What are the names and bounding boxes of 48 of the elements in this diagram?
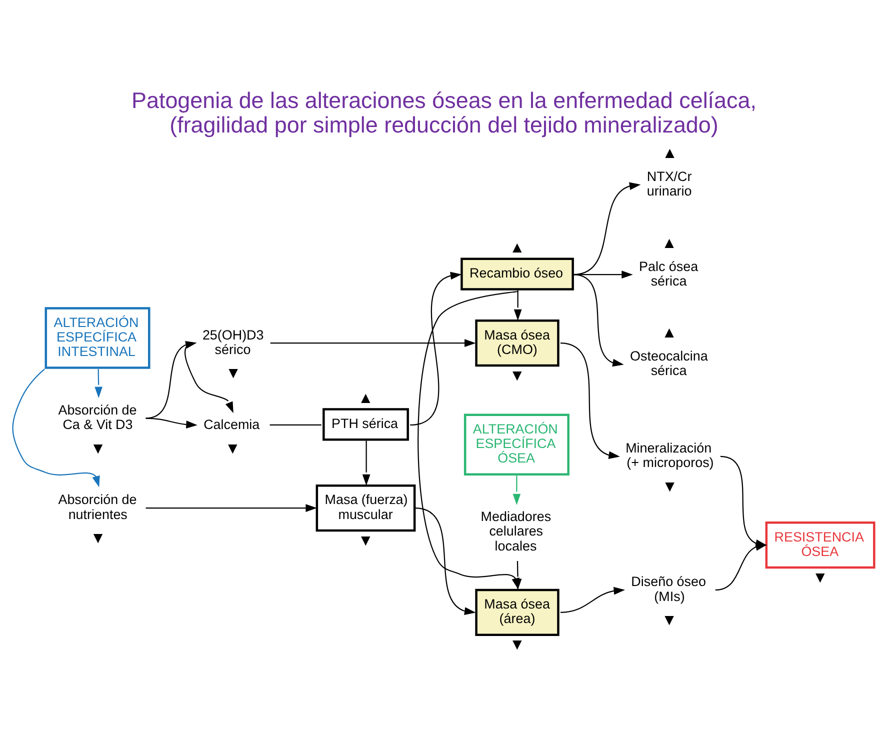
arrow <box>514 560 522 590</box>
node-label: ▲ <box>358 390 374 407</box>
node-label: ▲ <box>509 239 525 256</box>
node-box: PTH sérica <box>322 408 409 441</box>
connector <box>270 424 322 426</box>
diagram-title: Patogenia de las alteraciones óseas en la enfermedad celíaca, (fragilidad por simple reducción del tejido mineralizado) <box>132 88 756 138</box>
node-label: ▼ <box>358 532 374 550</box>
arrow <box>410 272 462 426</box>
node-label: ▼ <box>661 612 678 629</box>
arrow <box>12 368 100 488</box>
node-box: RESISTENCIA ÓSEA <box>765 522 876 569</box>
arrow <box>573 274 624 367</box>
arrow <box>560 586 626 613</box>
node-text: 25(OH)D3 sérico <box>202 327 264 357</box>
node-label: ▼ <box>812 569 828 586</box>
node-text: Mediadores celulares locales <box>480 509 552 554</box>
node-text: Mineralización (+ microporos) <box>626 440 714 470</box>
arrow <box>415 508 476 615</box>
arrow <box>362 440 370 486</box>
node-label: ▼ <box>509 636 525 654</box>
node-text: Calcemia <box>204 417 260 432</box>
node-box: ALTERACIÓN ESPECÍFICA INTESTINAL <box>44 307 150 369</box>
node-box: Masa (fuerza) muscular <box>316 484 416 532</box>
node-text: NTX/Cr urinario <box>646 169 692 199</box>
node-label: ▼ <box>90 440 106 458</box>
arrow <box>146 340 197 419</box>
node-label: ▼ <box>662 478 678 496</box>
node-label: ▼ <box>224 440 240 458</box>
node-label: ▲ <box>661 234 678 252</box>
node-box: ALTERACIÓN ESPECÍFICA ÓSEA <box>464 414 570 476</box>
arrow <box>146 504 317 512</box>
node-text: Diseño óseo (MIs) <box>631 574 706 604</box>
arrow <box>270 339 476 347</box>
arrow <box>715 543 767 591</box>
arrow <box>560 342 620 460</box>
node-label: ▲ <box>662 145 678 162</box>
arrow <box>512 476 521 506</box>
node-text: Osteocalcina sérica <box>630 348 708 378</box>
node-label: ▼ <box>225 365 242 382</box>
node-text: Palc ósea sérica <box>639 258 698 288</box>
node-label: ▼ <box>90 530 106 548</box>
arrow <box>146 418 198 428</box>
arrow <box>514 290 522 321</box>
node-label: ▼ <box>509 367 525 384</box>
node-text: Absorción de Ca & Vit D3 <box>58 402 137 432</box>
node-text: Absorción de nutrientes <box>58 492 137 522</box>
node-label: ▲ <box>661 324 678 342</box>
arrow <box>94 369 103 398</box>
